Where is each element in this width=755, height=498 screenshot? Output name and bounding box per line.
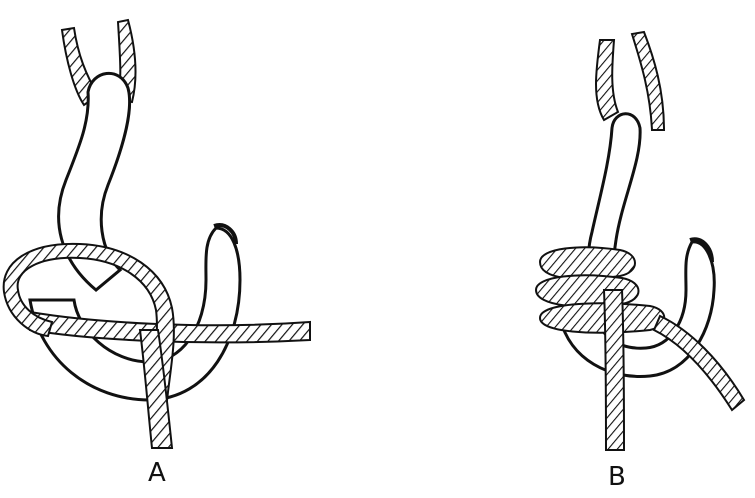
hanging-rope-b <box>604 290 624 450</box>
figure-b: B <box>500 0 755 498</box>
caption-a: A <box>148 458 167 488</box>
hook-b-drawing <box>500 0 755 498</box>
caption-b: B <box>608 462 627 492</box>
figure-a: A <box>0 0 340 498</box>
hook-a-drawing <box>0 0 340 498</box>
